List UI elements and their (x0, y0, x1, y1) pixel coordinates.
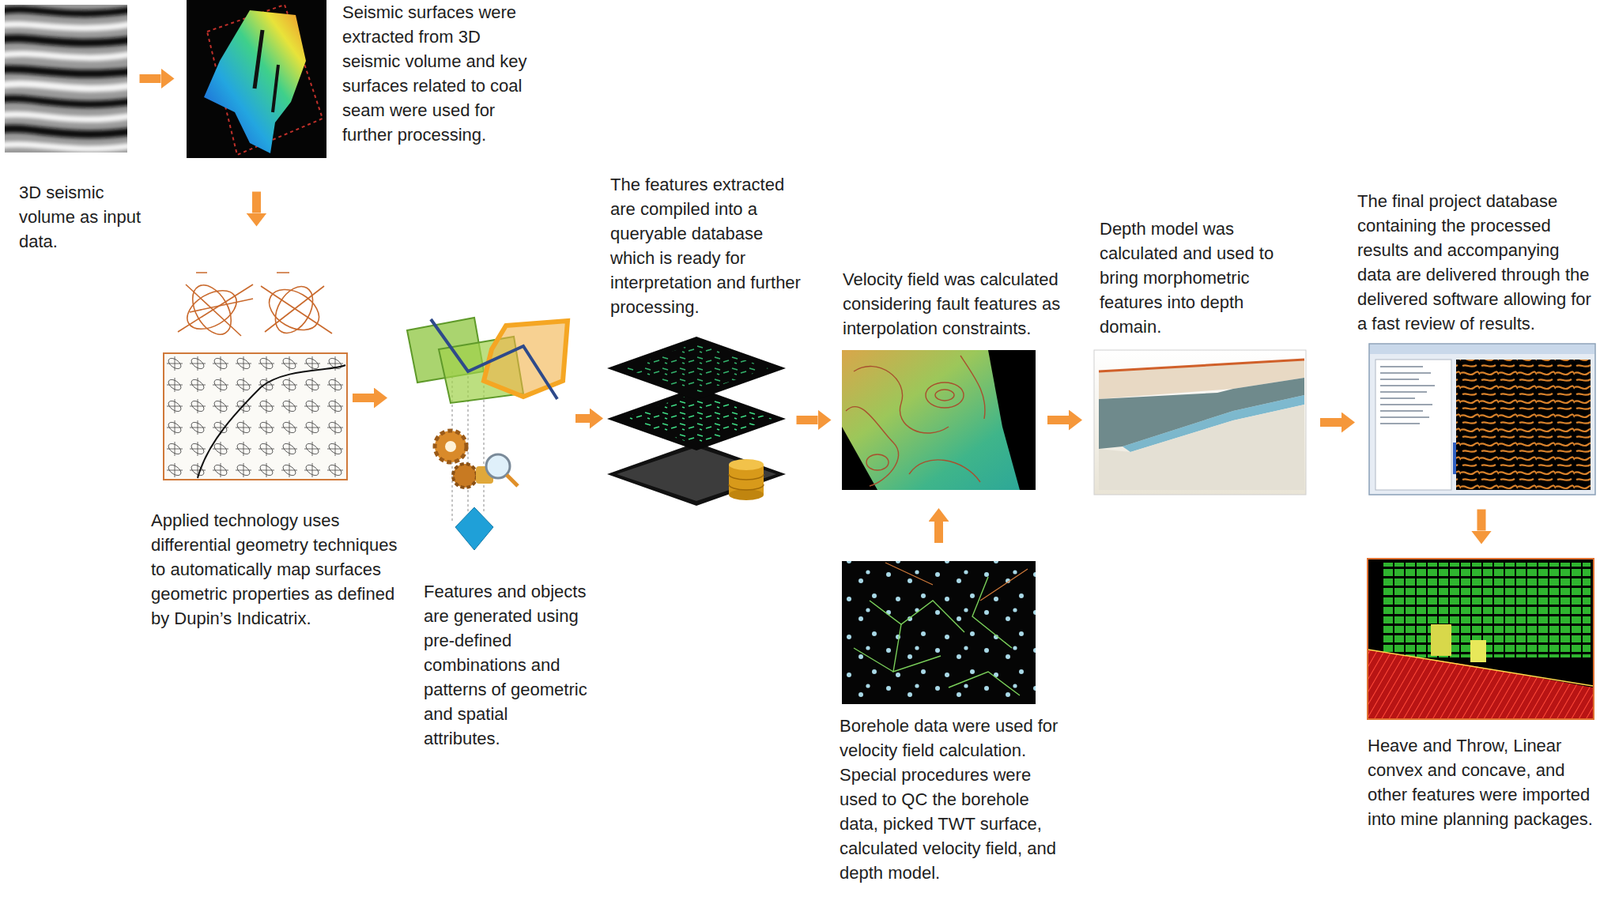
step-caption: The final project database containing th… (1357, 188, 1597, 336)
software-window-image (1369, 343, 1596, 495)
process-step: Applied technology uses differential geo… (163, 260, 348, 480)
step-caption: Heave and Throw, Linear convex and conca… (1367, 733, 1596, 832)
process-step: The features extracted are compiled into… (607, 336, 786, 501)
process-step: Velocity field was calculated considerin… (841, 350, 1036, 491)
flow-arrow (1320, 418, 1342, 427)
step-caption: Velocity field was calculated considerin… (842, 267, 1071, 341)
depth-model-image (1094, 350, 1306, 495)
indicatrix-sketch (163, 272, 348, 480)
process-step: Depth model was calculated and used to b… (1094, 350, 1306, 495)
seismic-surface-image (186, 0, 327, 159)
process-step: Heave and Throw, Linear convex and conca… (1367, 558, 1594, 720)
process-step: Seismic surfaces were extracted from 3D … (186, 0, 327, 159)
flow-arrow (1477, 509, 1487, 532)
borehole-data-image (841, 561, 1036, 705)
process-step: 3D seismic volume as input data. (4, 4, 128, 153)
step-caption: Features and objects are generated using… (423, 579, 589, 751)
process-step: The final project database containing th… (1369, 343, 1596, 495)
process-step: Features and objects are generated using… (392, 316, 572, 556)
velocity-field-image (841, 350, 1036, 491)
database-layers-image (607, 336, 786, 506)
seismic-volume-image (4, 4, 128, 153)
step-caption: 3D seismic volume as input data. (18, 180, 146, 254)
step-caption: Seismic surfaces were extracted from 3D … (342, 0, 536, 148)
step-caption: The features extracted are compiled into… (610, 172, 812, 320)
mine-planning-image (1367, 558, 1594, 720)
flow-arrow (575, 414, 590, 423)
feature-objects-image (407, 317, 568, 551)
flow-arrow (796, 415, 819, 425)
flow-arrow (1047, 415, 1069, 425)
flow-arrow (934, 521, 944, 544)
process-step: Borehole data were used for velocity fie… (841, 561, 1036, 705)
flow-arrow (352, 393, 374, 403)
step-caption: Borehole data were used for velocity fie… (839, 713, 1068, 886)
step-caption: Applied technology uses differential geo… (150, 508, 398, 631)
flow-arrow (139, 74, 162, 84)
step-caption: Depth model was calculated and used to b… (1099, 216, 1307, 340)
flow-arrow (252, 192, 261, 214)
